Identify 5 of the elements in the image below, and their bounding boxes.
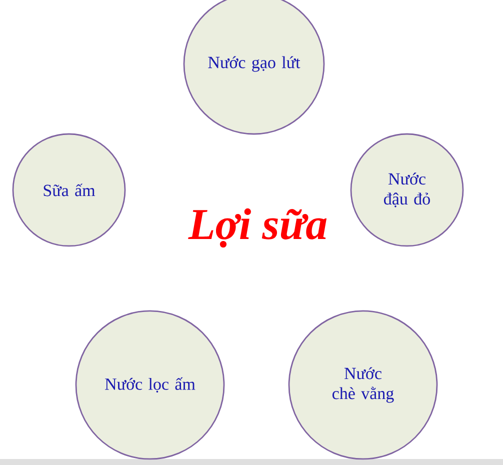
circle-node: Sữa ấm [12, 133, 126, 247]
circle-node: Nước chè vằng [288, 310, 438, 460]
circle-node: Nước đậu đỏ [350, 133, 464, 247]
title-text: Lợi sữa [188, 208, 327, 248]
circle-node: Nước lọc ấm [75, 310, 225, 460]
